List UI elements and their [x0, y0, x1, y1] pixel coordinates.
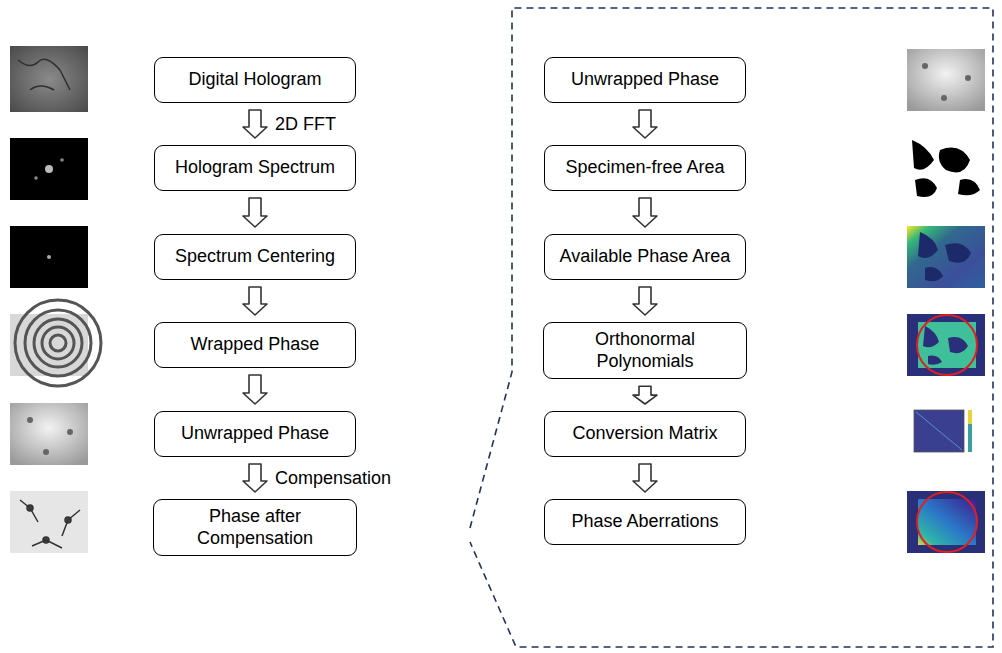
unwrapped-phase-thumbnail	[10, 403, 88, 465]
block-arrow	[243, 375, 267, 404]
process-box: Wrapped Phase	[154, 322, 356, 368]
compensated-phase-thumbnail	[10, 491, 88, 553]
block-arrow	[633, 464, 657, 492]
hologram-thumbnail	[10, 46, 88, 112]
process-box: Phase after Compensation	[153, 499, 357, 556]
box-label: Unwrapped Phase	[181, 423, 329, 445]
process-box: Phase Aberrations	[544, 499, 746, 545]
box-label: Hologram Spectrum	[175, 157, 335, 179]
block-arrow	[633, 198, 657, 227]
block-arrow	[633, 287, 657, 315]
box-label: Unwrapped Phase	[571, 69, 719, 91]
box-label: Specimen-free Area	[565, 157, 724, 179]
wrapped-phase-thumbnail	[10, 300, 101, 386]
available-phase-thumbnail	[907, 226, 985, 288]
process-box: Spectrum Centering	[154, 234, 356, 280]
process-box: Conversion Matrix	[544, 411, 746, 457]
box-label: Conversion Matrix	[572, 423, 717, 445]
block-arrow	[243, 287, 267, 315]
specimen-mask-thumbnail	[907, 137, 985, 199]
dashed-expansion-outline	[470, 8, 993, 647]
edge-label: 2D FFT	[273, 114, 338, 135]
conversion-matrix-thumbnail	[907, 406, 985, 460]
process-box: Available Phase Area	[544, 234, 746, 280]
block-arrow	[243, 198, 267, 227]
block-arrow	[243, 110, 267, 138]
box-label: Orthonormal Polynomials	[554, 329, 736, 372]
process-box: Hologram Spectrum	[154, 145, 356, 191]
process-box: Orthonormal Polynomials	[543, 322, 747, 379]
box-label: Phase Aberrations	[571, 511, 718, 533]
centered-spectrum-thumbnail	[10, 226, 88, 288]
box-label: Spectrum Centering	[175, 246, 335, 268]
unwrapped-phase-thumbnail	[907, 49, 985, 111]
box-label: Digital Hologram	[188, 69, 321, 91]
block-arrow	[633, 110, 657, 138]
box-label: Available Phase Area	[560, 246, 731, 268]
spectrum-thumbnail	[10, 138, 88, 200]
box-label: Wrapped Phase	[191, 334, 320, 356]
process-box: Unwrapped Phase	[154, 411, 356, 457]
block-arrow	[243, 464, 267, 492]
phase-aberration-thumbnail	[907, 491, 985, 553]
block-arrow	[633, 386, 657, 404]
process-box: Unwrapped Phase	[544, 57, 746, 103]
process-box: Digital Hologram	[154, 57, 356, 103]
edge-label: Compensation	[273, 468, 393, 489]
box-label: Phase after Compensation	[164, 506, 346, 549]
process-box: Specimen-free Area	[544, 145, 746, 191]
polynomial-domain-thumbnail	[907, 314, 985, 376]
